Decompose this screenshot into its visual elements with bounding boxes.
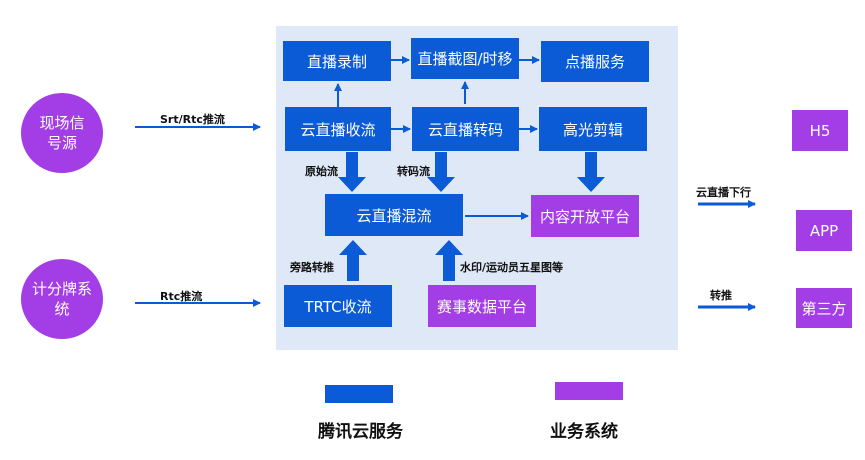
output-app-label: APP — [809, 221, 839, 240]
output-third-party-label: 第三方 — [801, 299, 847, 318]
output-app[interactable]: APP — [796, 210, 852, 251]
block-arrow-bypass — [339, 240, 367, 281]
node-trtc-ingest-label: TRTC收流 — [304, 297, 372, 316]
label-rtc-push: Rtc推流 — [160, 290, 203, 303]
node-live-record-label: 直播录制 — [306, 52, 367, 71]
legend-label-tencent: 腾讯云服务 — [318, 422, 403, 442]
legend-swatch-tencent — [325, 385, 393, 403]
output-h5[interactable]: H5 — [792, 110, 848, 151]
label-raw-stream: 原始流 — [305, 165, 338, 178]
node-cloud-ingest-label: 云直播收流 — [300, 120, 376, 139]
label-srt-rtc-push: Srt/Rtc推流 — [160, 113, 225, 126]
node-cloud-mix-label: 云直播混流 — [356, 206, 432, 225]
block-arrow-raw — [338, 152, 366, 192]
legend-swatch-business — [555, 382, 623, 400]
block-arrow-highlight — [577, 152, 605, 192]
source-signal-label: 现场信号源 — [39, 114, 85, 152]
label-transcoded-stream: 转码流 — [397, 165, 430, 178]
source-scoreboard[interactable]: 计分牌系统 — [21, 259, 103, 339]
block-arrow-transcoded — [427, 152, 455, 192]
source-signal[interactable]: 现场信号源 — [21, 93, 103, 173]
label-relay: 转推 — [710, 289, 732, 302]
block-arrow-watermark — [435, 240, 463, 281]
node-content-platform[interactable]: 内容开放平台 — [531, 195, 639, 237]
source-scoreboard-label: 计分牌系统 — [31, 280, 92, 318]
node-live-record[interactable]: 直播录制 — [283, 41, 391, 81]
node-cloud-transcode-label: 云直播转码 — [427, 120, 503, 139]
node-vod-service-label: 点播服务 — [564, 53, 625, 71]
label-watermark: 水印/运动员五星图等 — [460, 261, 564, 274]
node-vod-service[interactable]: 点播服务 — [541, 41, 649, 82]
legend-label-business: 业务系统 — [550, 422, 618, 442]
node-event-data-platform[interactable]: 赛事数据平台 — [428, 285, 536, 327]
output-third-party[interactable]: 第三方 — [796, 288, 852, 328]
node-cloud-transcode[interactable]: 云直播转码 — [412, 107, 519, 151]
node-content-platform-label: 内容开放平台 — [539, 207, 630, 226]
node-live-screenshot[interactable]: 直播截图/时移 — [411, 38, 519, 79]
node-event-data-platform-label: 赛事数据平台 — [436, 297, 527, 316]
label-cloud-live-down: 云直播下行 — [696, 186, 751, 199]
node-highlight-edit[interactable]: 高光剪辑 — [539, 107, 647, 151]
node-cloud-ingest[interactable]: 云直播收流 — [285, 107, 391, 151]
node-highlight-edit-label: 高光剪辑 — [562, 120, 623, 139]
node-trtc-ingest[interactable]: TRTC收流 — [284, 285, 392, 327]
node-live-screenshot-label: 直播截图/时移 — [417, 50, 513, 68]
label-bypass-push: 旁路转推 — [290, 261, 334, 274]
output-h5-label: H5 — [809, 121, 831, 140]
node-cloud-mix[interactable]: 云直播混流 — [325, 194, 463, 236]
